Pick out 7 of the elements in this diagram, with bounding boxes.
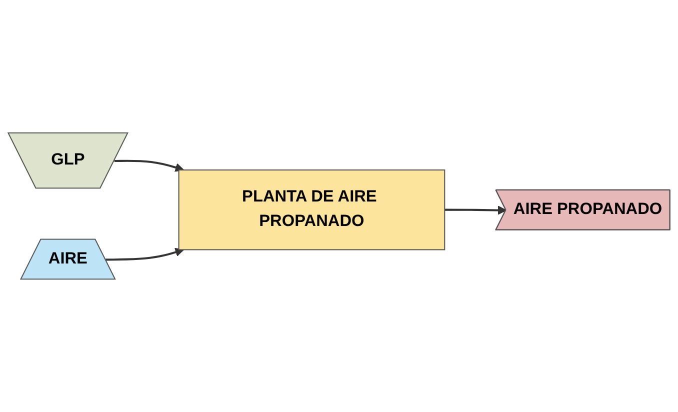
arrow bbox=[444, 206, 507, 215]
process-box: PLANTA DE AIRE PROPANADO bbox=[178, 169, 446, 250]
process-box: AIRE bbox=[20, 238, 116, 280]
arrow bbox=[114, 160, 184, 172]
process-box: GLP bbox=[7, 132, 129, 189]
process-box: AIRE PROPANADO bbox=[495, 189, 670, 230]
arrow bbox=[106, 248, 184, 261]
